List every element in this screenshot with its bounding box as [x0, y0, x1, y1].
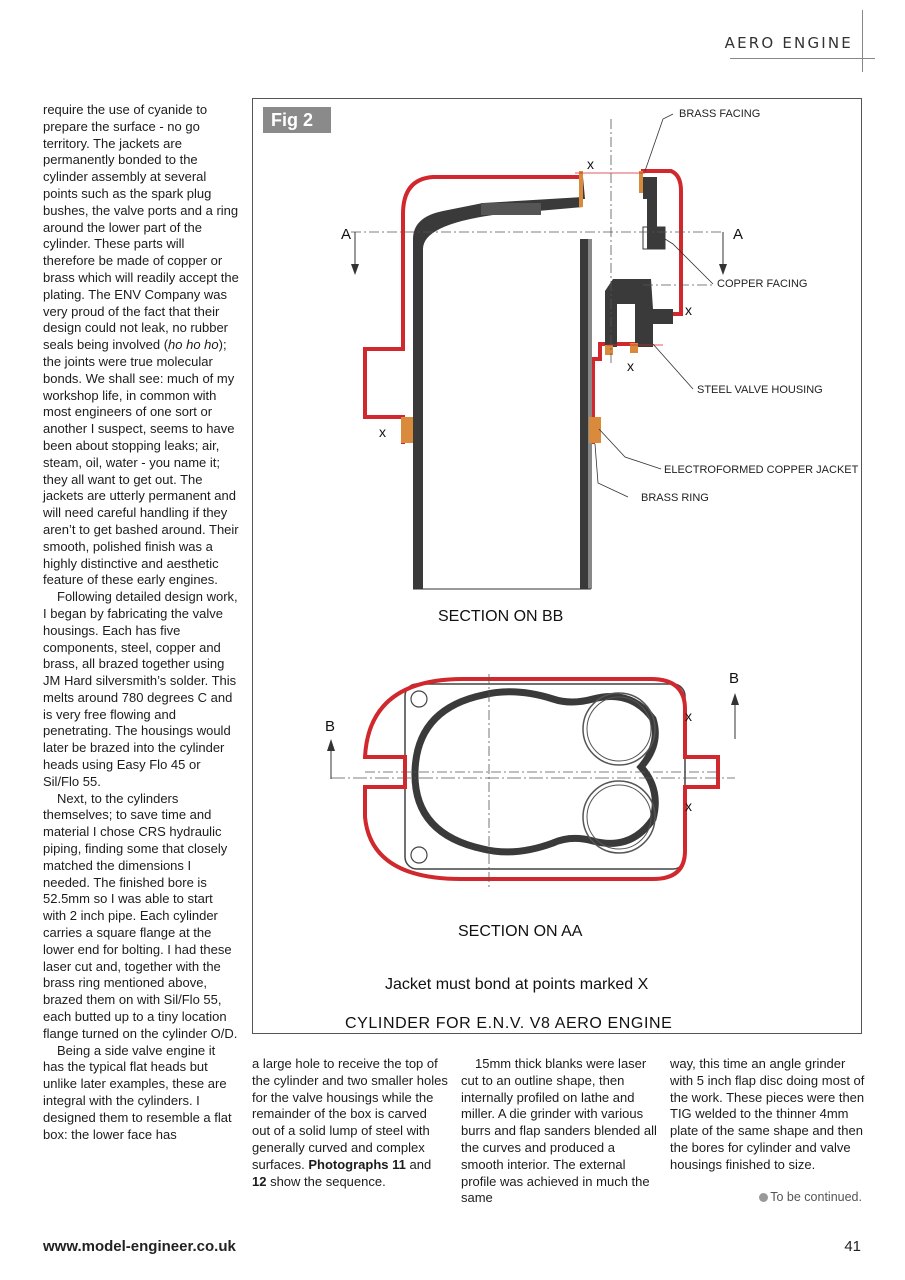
section-mark-b-right: B — [729, 670, 739, 687]
label-electroformed-jacket: ELECTROFORMED COPPER JACKET — [664, 464, 859, 476]
to-be-continued: To be continued. — [759, 1190, 862, 1204]
text-column-1: require the use of cyanide to prepare th… — [43, 102, 239, 1143]
bond-point-x: x — [627, 358, 634, 374]
label-copper-facing: COPPER FACING — [717, 278, 807, 290]
bond-point-x: x — [685, 798, 692, 814]
page-number: 41 — [844, 1238, 861, 1255]
section-bb-drawing: BRASS FACING COPPER FACING STEEL VALVE H… — [341, 108, 859, 625]
bond-point-x: x — [587, 156, 594, 172]
paragraph: Next, to the cylinders themselves; to sa… — [43, 790, 238, 1041]
label-brass-facing: BRASS FACING — [679, 108, 760, 120]
text-column-2: a large hole to receive the top of the c… — [252, 1056, 448, 1190]
section-aa-title: SECTION ON AA — [458, 923, 583, 940]
figure-2: BRASS FACING COPPER FACING STEEL VALVE H… — [252, 98, 862, 1034]
bond-point-x: x — [685, 708, 692, 724]
text-column-3: 15mm thick blanks were laser cut to an o… — [461, 1056, 657, 1207]
figure-tag: Fig 2 — [263, 107, 331, 133]
paragraph: way, this time an angle grinder with 5 i… — [670, 1056, 865, 1172]
section-bb-title: SECTION ON BB — [438, 608, 563, 625]
header-rule — [730, 58, 875, 59]
section-mark-a-right: A — [733, 226, 743, 243]
section-mark-b-left: B — [325, 718, 335, 735]
text-column-4: way, this time an angle grinder with 5 i… — [670, 1056, 866, 1174]
label-brass-ring: BRASS RING — [641, 492, 709, 504]
section-mark-a-left: A — [341, 226, 351, 243]
paragraph: a large hole to receive the top of the c… — [252, 1056, 448, 1189]
footer-url[interactable]: www.model-engineer.co.uk — [43, 1238, 236, 1255]
bond-point-x: x — [685, 302, 692, 318]
section-header: AERO ENGINE — [724, 34, 853, 52]
figure-title: CYLINDER FOR E.N.V. V8 AERO ENGINE — [345, 1015, 672, 1032]
paragraph: Following detailed design work, I began … — [43, 589, 238, 789]
header-vline — [862, 10, 863, 72]
bond-point-x: x — [379, 424, 386, 440]
figure-note: Jacket must bond at points marked X — [385, 976, 649, 993]
cylinder-drawing: BRASS FACING COPPER FACING STEEL VALVE H… — [325, 108, 859, 1032]
label-steel-valve-housing: STEEL VALVE HOUSING — [697, 384, 823, 396]
bullet-dot-icon — [759, 1193, 769, 1202]
paragraph: require the use of cyanide to prepare th… — [43, 102, 239, 588]
paragraph: Being a side valve engine it has the typ… — [43, 1042, 232, 1142]
section-aa-drawing: B B x x SECTION ON AA — [325, 670, 739, 940]
paragraph: 15mm thick blanks were laser cut to an o… — [461, 1056, 657, 1206]
